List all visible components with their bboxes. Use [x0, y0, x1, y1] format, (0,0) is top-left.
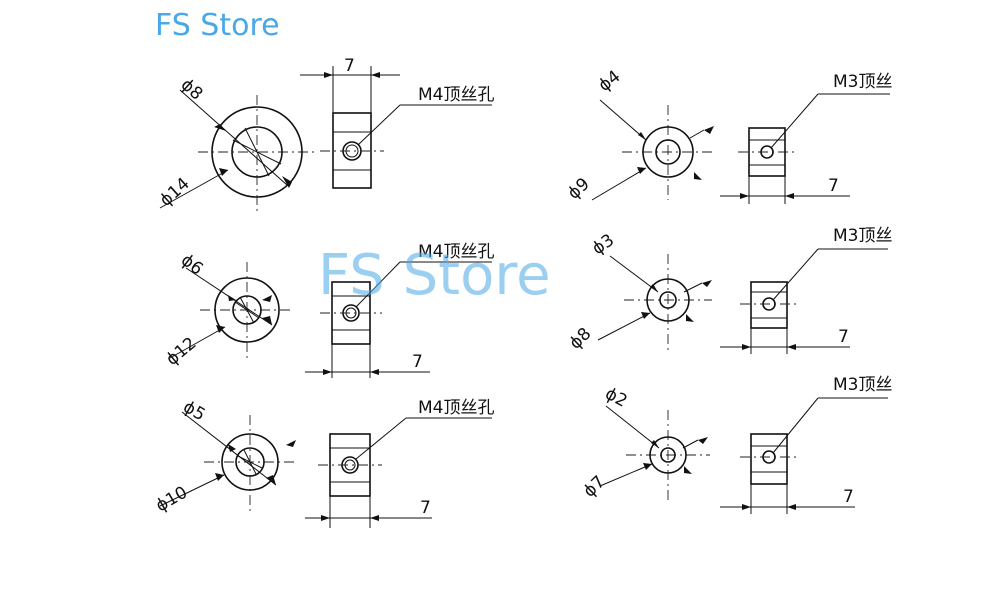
- part-0-front-view: [159, 89, 316, 212]
- store-watermark: FS Store: [318, 243, 551, 308]
- part-2-inner-dia-label: ϕ5: [180, 397, 209, 425]
- part-3-inner-dia-label: ϕ4: [595, 67, 625, 96]
- part-3-side-view: [720, 93, 890, 204]
- part-4-outer-dia-label: ϕ8: [566, 324, 596, 354]
- part-2-screw-label: M4顶丝孔: [418, 398, 494, 418]
- part-0-side-view: [300, 66, 492, 189]
- part-5: ϕ2 ϕ7 7 M3顶丝: [580, 375, 892, 514]
- part-1-inner-dia-label: ϕ6: [177, 250, 207, 279]
- part-5-inner-dia-label: ϕ2: [602, 384, 631, 412]
- part-3: ϕ4 ϕ9 7 M3顶丝: [564, 67, 892, 204]
- part-4-inner-dia-label: ϕ3: [589, 230, 618, 259]
- part-4-side-view: [720, 248, 888, 354]
- store-logo: FS Store: [155, 8, 280, 43]
- part-5-side-view: [720, 397, 888, 514]
- part-4-front-view: [597, 254, 712, 350]
- part-0-inner-dia-label: ϕ8: [177, 75, 207, 105]
- part-3-width-label: 7: [828, 176, 839, 196]
- part-2: ϕ5 ϕ10 7 M4顶丝孔: [153, 397, 494, 528]
- part-0-outer-dia-label: ϕ14: [156, 174, 194, 211]
- part-4: ϕ3 ϕ8 7 M3顶丝: [566, 226, 892, 354]
- part-5-outer-dia-label: ϕ7: [580, 472, 610, 502]
- part-0: ϕ8 ϕ14 7 M4顶丝孔: [156, 56, 494, 212]
- part-2-width-label: 7: [420, 498, 431, 518]
- part-5-width-label: 7: [843, 487, 854, 507]
- part-2-front-view: [159, 411, 296, 512]
- part-1-front-view: [169, 262, 294, 360]
- part-0-width-label: 7: [344, 56, 355, 76]
- part-2-side-view: [305, 417, 492, 528]
- part-5-front-view: [599, 405, 710, 502]
- part-1-side-view: [305, 261, 492, 378]
- part-0-screw-label: M4顶丝孔: [418, 85, 494, 105]
- part-3-screw-label: M3顶丝: [833, 72, 892, 92]
- part-3-front-view: [591, 99, 714, 201]
- part-1-screw-label: M4顶丝孔: [418, 242, 494, 262]
- part-2-outer-dia-label: ϕ10: [153, 483, 191, 517]
- part-3-outer-dia-label: ϕ9: [564, 174, 594, 204]
- part-1-width-label: 7: [412, 352, 423, 372]
- part-4-screw-label: M3顶丝: [833, 226, 892, 246]
- part-1-outer-dia-label: ϕ12: [162, 333, 200, 369]
- part-4-width-label: 7: [838, 327, 849, 347]
- part-5-screw-label: M3顶丝: [833, 375, 892, 395]
